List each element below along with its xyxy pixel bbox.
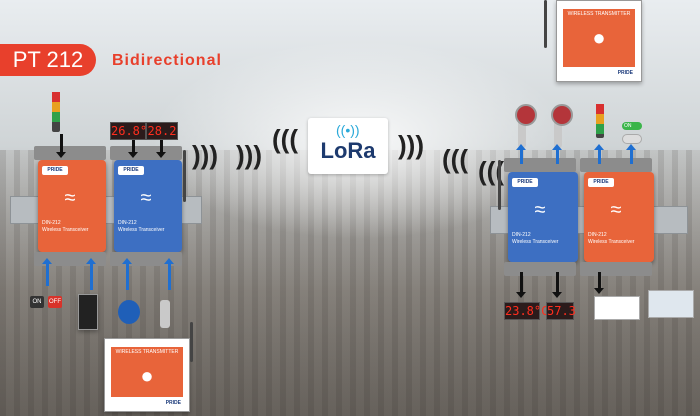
wifi-icon: ● <box>140 363 154 388</box>
output-arrow <box>156 140 166 158</box>
box-face: WIRELESS TRANSMITTER ● <box>111 347 183 397</box>
device-type: Wireless Transceiver <box>118 227 165 233</box>
device-model: DIN-212 <box>588 232 607 238</box>
plc-module-icon <box>594 296 640 320</box>
input-arrow <box>122 258 132 290</box>
input-arrow <box>552 144 562 164</box>
flow-meter-icon <box>118 300 140 324</box>
wireless-box-bottom: WIRELESS TRANSMITTER ● PRIDE <box>104 338 190 412</box>
radio-waves-icon: ((( <box>442 144 468 174</box>
wifi-icon: ≈ <box>64 187 76 209</box>
device-type: Wireless Transceiver <box>42 227 89 233</box>
tower-lamp-icon <box>52 92 60 132</box>
output-arrow <box>516 272 526 298</box>
input-arrow <box>626 144 636 164</box>
radio-waves-icon: ((( <box>272 124 298 154</box>
box-brand: PRIDE <box>615 69 635 77</box>
device-model: DIN-212 <box>118 220 137 226</box>
antenna-icon <box>183 150 186 202</box>
pressure-sensor-icon <box>551 104 573 148</box>
pressure-sensor-icon <box>515 104 537 148</box>
device-type: Wireless Transceiver <box>512 239 559 245</box>
device-logo: PRIDE <box>512 178 538 187</box>
switch-off: OFF <box>48 296 62 308</box>
box-face: WIRELESS TRANSMITTER ● <box>563 9 635 67</box>
antenna-icon <box>190 322 193 362</box>
input-arrow <box>86 258 96 290</box>
output-arrow <box>128 140 138 158</box>
lora-badge: ((•)) LoRa <box>308 118 388 174</box>
input-arrow <box>42 258 52 286</box>
toggle-off <box>622 134 642 144</box>
hmi-panel-icon <box>648 290 694 318</box>
radio-waves-icon: ))) <box>236 140 262 170</box>
wifi-icon: ≈ <box>140 187 152 209</box>
wifi-icon: ≈ <box>610 199 622 221</box>
product-subtitle: Bidirectional <box>112 52 222 69</box>
wireless-box-top: WIRELESS TRANSMITTER ● PRIDE <box>556 0 642 82</box>
device-model: DIN-212 <box>512 232 531 238</box>
output-arrow <box>594 272 604 294</box>
antenna-icon <box>544 0 547 48</box>
device-model: DIN-212 <box>42 220 61 226</box>
temperature-probe-icon <box>160 300 170 328</box>
value-display: 57.3 <box>546 302 576 320</box>
value-display: 28.2 <box>146 122 178 140</box>
radio-waves-icon: ))) <box>192 140 218 170</box>
switch-on: ON <box>30 296 44 308</box>
output-arrow <box>552 272 562 298</box>
output-arrow <box>56 134 66 158</box>
input-arrow <box>164 258 174 290</box>
wifi-icon: ≈ <box>534 199 546 221</box>
radio-waves-icon: ))) <box>398 130 424 160</box>
lora-signal-icon: ((•)) <box>336 122 360 138</box>
toggle-switch-icon <box>78 294 98 330</box>
box-label: WIRELESS TRANSMITTER <box>567 11 631 17</box>
toggle-on: ON <box>622 122 642 130</box>
box-brand: PRIDE <box>163 399 183 407</box>
temperature-display: 26.8°C <box>110 122 155 140</box>
device-logo: PRIDE <box>118 166 144 175</box>
antenna-icon <box>498 160 501 210</box>
device-logo: PRIDE <box>588 178 614 187</box>
lora-label: LoRa <box>320 138 376 163</box>
input-arrow <box>516 144 526 164</box>
input-arrow <box>594 144 604 164</box>
device-type: Wireless Transceiver <box>588 239 635 245</box>
temperature-display: 23.8°C <box>504 302 549 320</box>
box-label: WIRELESS TRANSMITTER <box>115 349 179 355</box>
device-logo: PRIDE <box>42 166 68 175</box>
wifi-icon: ● <box>592 25 606 50</box>
product-title: PT 212 <box>0 44 96 76</box>
tower-lamp-icon <box>596 104 604 138</box>
